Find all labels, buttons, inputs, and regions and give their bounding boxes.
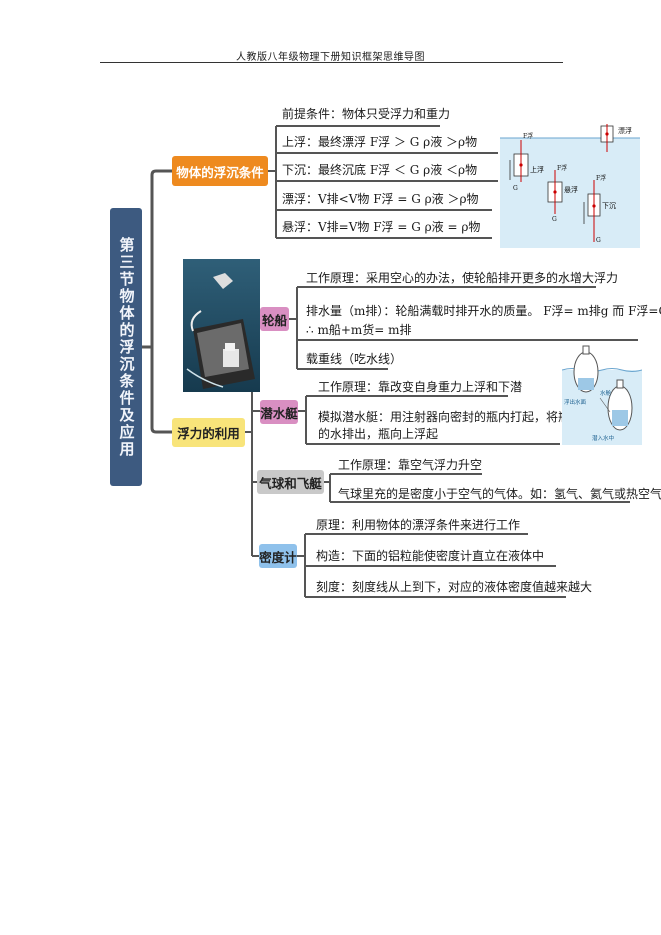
page-header: 人教版八年级物理下册知识框架思维导图	[236, 52, 425, 63]
hydrometer-item-3: 刻度：刻度线从上到下，对应的液体密度值越来越大	[316, 580, 593, 594]
tank-label: 水舱	[600, 389, 612, 397]
hydrometer-item-1: 原理：利用物体的漂浮条件来进行工作	[316, 518, 521, 532]
conditions-item-1: 前提条件：物体只受浮力和重力	[282, 107, 451, 121]
sink-label: 下沉	[602, 202, 616, 210]
ship-item-1: 工作原理：采用空心的办法，使轮船排开更多的水增大浮力	[306, 271, 619, 285]
ship-item-3: ∴ m船+m货= m排	[306, 323, 412, 337]
balloon-item-2: 气球里充的是密度小于空气的气体。如：氢气、氦气或热空气	[338, 487, 661, 501]
rise-label: 上浮	[530, 165, 544, 174]
conditions-item-4: 漂浮：V排<V物 F浮 = G ρ液 ＞ρ物	[282, 192, 479, 206]
branch-hydrometer: 密度计	[259, 544, 297, 568]
branch-balloon: 气球和飞艇	[257, 470, 324, 494]
connector-root-application	[150, 345, 174, 434]
svg-text:G: G	[552, 216, 557, 223]
svg-text:F浮: F浮	[557, 164, 567, 172]
submarine-item-2: 模拟潜水艇：用注射器向密封的瓶内打起，将瓶内	[318, 410, 583, 424]
branch-submarine: 潜水艇	[260, 400, 298, 424]
ship-item-2: 排水量（m排）：轮船满载时排开水的质量。 F浮= m排g 而 F浮=G	[306, 304, 661, 318]
ship-photo	[183, 259, 260, 392]
float-sink-diagram: 漂浮 上浮 F浮 G 悬浮 F浮 G 下沉 F浮 G	[500, 124, 640, 248]
root-topic: 第三节物体的浮沉条件及应用	[110, 208, 142, 486]
conditions-item-3: 下沉：最终沉底 F浮 ＜ G ρ液 ＜ρ物	[282, 163, 478, 177]
conditions-item-5: 悬浮：V排=V物 F浮 = G ρ液 = ρ物	[282, 220, 481, 234]
svg-text:F浮: F浮	[523, 132, 533, 140]
ship-item-4: 载重线（吃水线）	[306, 352, 403, 366]
balloon-item-1: 工作原理：靠空气浮力升空	[338, 458, 483, 472]
branch-application: 浮力的利用	[172, 418, 245, 447]
submarine-diagram: 浮出水面 水舱 潜入水中	[562, 342, 642, 445]
float-label: 漂浮	[618, 126, 632, 135]
conditions-item-2: 上浮：最终漂浮 F浮 ＞ G ρ液 ＞ρ物	[282, 135, 478, 149]
svg-text:G: G	[596, 237, 601, 244]
svg-text:G: G	[513, 185, 518, 192]
hydrometer-item-2: 构造：下面的铝粒能使密度计直立在液体中	[316, 549, 545, 563]
header-rule	[100, 62, 563, 63]
branch-conditions: 物体的浮沉条件	[172, 156, 268, 186]
float-out-label: 浮出水面	[564, 398, 587, 406]
suspend-label: 悬浮	[564, 185, 578, 194]
svg-text:F浮: F浮	[596, 174, 606, 182]
connector-root-conditions	[140, 169, 174, 349]
branch-ship: 轮船	[260, 307, 289, 331]
submarine-item-3: 的水排出，瓶向上浮起	[318, 427, 439, 441]
submarine-item-1: 工作原理：靠改变自身重力上浮和下潜	[318, 380, 523, 394]
dive-label: 潜入水中	[592, 434, 614, 442]
